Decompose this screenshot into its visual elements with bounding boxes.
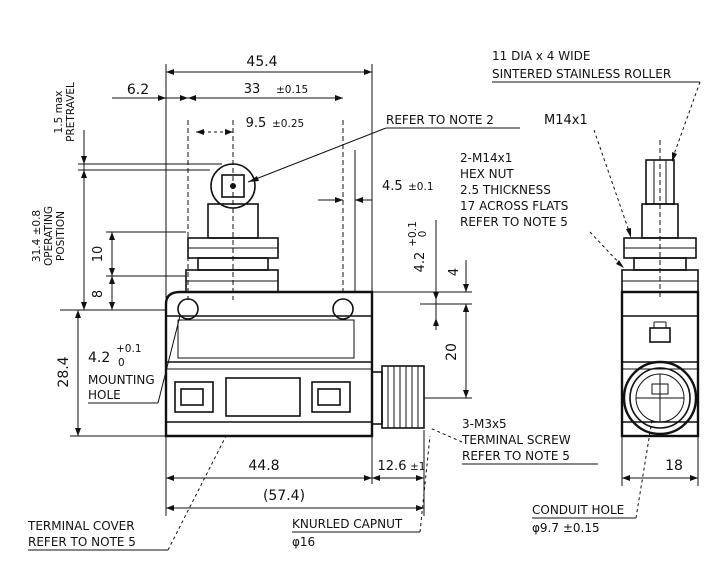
dim-height-body: 28.4 bbox=[56, 310, 166, 437]
mounting-hole-word-1: MOUNTING bbox=[88, 373, 155, 387]
switch-body bbox=[164, 290, 374, 438]
mounting-hole-tol-plus: +0.1 bbox=[116, 343, 142, 355]
note-mounting-hole: 4.2 +0.1 0 MOUNTING HOLE bbox=[88, 315, 181, 404]
dim-10: 10 bbox=[91, 231, 186, 277]
mounting-hole-tol-zero: 0 bbox=[118, 357, 125, 369]
dim-capnut-length: 12.6 ±1 bbox=[372, 430, 425, 516]
dim-hole-spacing-label: 33 bbox=[244, 82, 261, 97]
note-terminal-screw: 3-M3x5 TERMINAL SCREW REFER TO NOTE 5 bbox=[429, 417, 598, 465]
note-roller-2: SINTERED STAINLESS ROLLER bbox=[492, 67, 671, 81]
dim-roller-offset: 9.5 ±0.25 bbox=[196, 116, 304, 135]
dim-hole-dia-tol-plus: +0.1 bbox=[407, 221, 419, 247]
note-conduit-hole: CONDUIT HOLE φ9.7 ±0.15 bbox=[532, 419, 653, 535]
note-terminal-screw-1: 3-M3x5 bbox=[462, 417, 507, 431]
dim-hole-dia: 4.2 +0.1 0 bbox=[407, 220, 439, 330]
dim-total-length-label: (57.4) bbox=[263, 488, 305, 504]
dim-body-length: 44.8 bbox=[165, 436, 373, 516]
dim-roller-offset-tol: ±0.25 bbox=[272, 118, 304, 130]
dim-total-length: (57.4) bbox=[166, 488, 424, 511]
dim-side-width: 18 bbox=[621, 436, 699, 486]
dim-body-length-label: 44.8 bbox=[248, 458, 279, 474]
dim-offset-left-label: 6.2 bbox=[127, 82, 149, 98]
dim-roller-offset-label: 9.5 bbox=[246, 116, 267, 131]
dim-8: 8 bbox=[91, 276, 115, 310]
terminal-cover-center bbox=[225, 377, 301, 417]
note-terminal-screw-2: TERMINAL SCREW bbox=[461, 433, 571, 447]
dim-right-offset: 4.5 ±0.1 bbox=[318, 150, 434, 292]
dim-overall-top: 45.4 bbox=[165, 54, 373, 300]
note-hex-nut: 2-M14x1 HEX NUT 2.5 THICKNESS 17 ACROSS … bbox=[460, 151, 624, 268]
dim-operating-word-2: POSITION bbox=[55, 211, 67, 261]
dim-overall-top-label: 45.4 bbox=[246, 54, 277, 70]
dim-pretravel: 1.5 max PRETRAVEL bbox=[53, 82, 222, 200]
dim-20-label: 20 bbox=[444, 343, 460, 361]
terminal-window-right bbox=[311, 381, 351, 413]
actuator-plunger bbox=[185, 163, 279, 293]
note-capnut-1: KNURLED CAPNUT bbox=[292, 517, 403, 531]
mounting-hole-dia: 4.2 bbox=[88, 350, 110, 366]
dim-right-offset-tol: ±0.1 bbox=[408, 181, 434, 193]
note-refer-note-2: REFER TO NOTE 2 bbox=[247, 113, 520, 183]
note-conduit-1: CONDUIT HOLE bbox=[532, 503, 624, 517]
note-refer-note-2-text: REFER TO NOTE 2 bbox=[386, 113, 494, 127]
note-terminal-cover-1: TERMINAL COVER bbox=[27, 519, 135, 533]
note-thread-text: M14x1 bbox=[544, 113, 588, 128]
note-knurled-capnut: KNURLED CAPNUT φ16 bbox=[292, 435, 431, 549]
centerlines-front bbox=[187, 120, 344, 300]
note-thread: M14x1 bbox=[544, 113, 631, 238]
note-terminal-screw-3: REFER TO NOTE 5 bbox=[462, 449, 570, 463]
note-roller: 11 DIA x 4 WIDE SINTERED STAINLESS ROLLE… bbox=[492, 49, 701, 162]
note-hex-nut-4: 17 ACROSS FLATS bbox=[460, 199, 568, 213]
terminal-window-left bbox=[174, 381, 214, 413]
dim-pretravel-label: 1.5 max bbox=[53, 91, 65, 134]
note-roller-1: 11 DIA x 4 WIDE bbox=[492, 49, 590, 63]
note-hex-nut-2: HEX NUT bbox=[460, 167, 514, 181]
dim-operating-word-1: OPERATING bbox=[43, 206, 55, 266]
dim-hole-dia-tol-zero: 0 bbox=[417, 231, 429, 238]
dim-4-label: 4 bbox=[447, 268, 462, 276]
dim-right-offset-label: 4.5 bbox=[382, 179, 403, 194]
dim-operating-value: 31.4 ±0.8 bbox=[31, 210, 43, 262]
dim-offset-left: 6.2 bbox=[112, 82, 188, 101]
note-hex-nut-5: REFER TO NOTE 5 bbox=[460, 215, 568, 229]
dim-side-width-label: 18 bbox=[665, 458, 683, 474]
note-hex-nut-3: 2.5 THICKNESS bbox=[460, 183, 551, 197]
mounting-hole-word-2: HOLE bbox=[88, 388, 121, 402]
dim-operating-position: 31.4 ±0.8 OPERATING POSITION bbox=[31, 200, 166, 311]
dim-hole-dia-label: 4.2 bbox=[413, 252, 428, 273]
dim-hole-spacing: 33 ±0.15 bbox=[188, 82, 343, 101]
dim-hole-spacing-tol: ±0.15 bbox=[276, 84, 308, 96]
dim-capnut-length-tol: ±1 bbox=[410, 461, 425, 473]
knurled-capnut bbox=[371, 365, 425, 429]
side-view bbox=[620, 140, 700, 438]
dim-capnut-length-label: 12.6 bbox=[378, 459, 407, 474]
note-hex-nut-1: 2-M14x1 bbox=[460, 151, 512, 165]
dim-10-label: 10 bbox=[91, 246, 106, 263]
dim-height-body-label: 28.4 bbox=[56, 356, 72, 387]
dim-20: 20 bbox=[424, 304, 472, 399]
dim-8-label: 8 bbox=[91, 290, 106, 298]
note-terminal-cover-2: REFER TO NOTE 5 bbox=[28, 535, 136, 549]
mounting-hole-right bbox=[332, 298, 354, 320]
dim-pretravel-word: PRETRAVEL bbox=[65, 82, 77, 142]
note-terminal-cover: TERMINAL COVER REFER TO NOTE 5 bbox=[27, 435, 227, 551]
note-conduit-2: φ9.7 ±0.15 bbox=[532, 521, 600, 535]
note-capnut-2: φ16 bbox=[292, 535, 315, 549]
